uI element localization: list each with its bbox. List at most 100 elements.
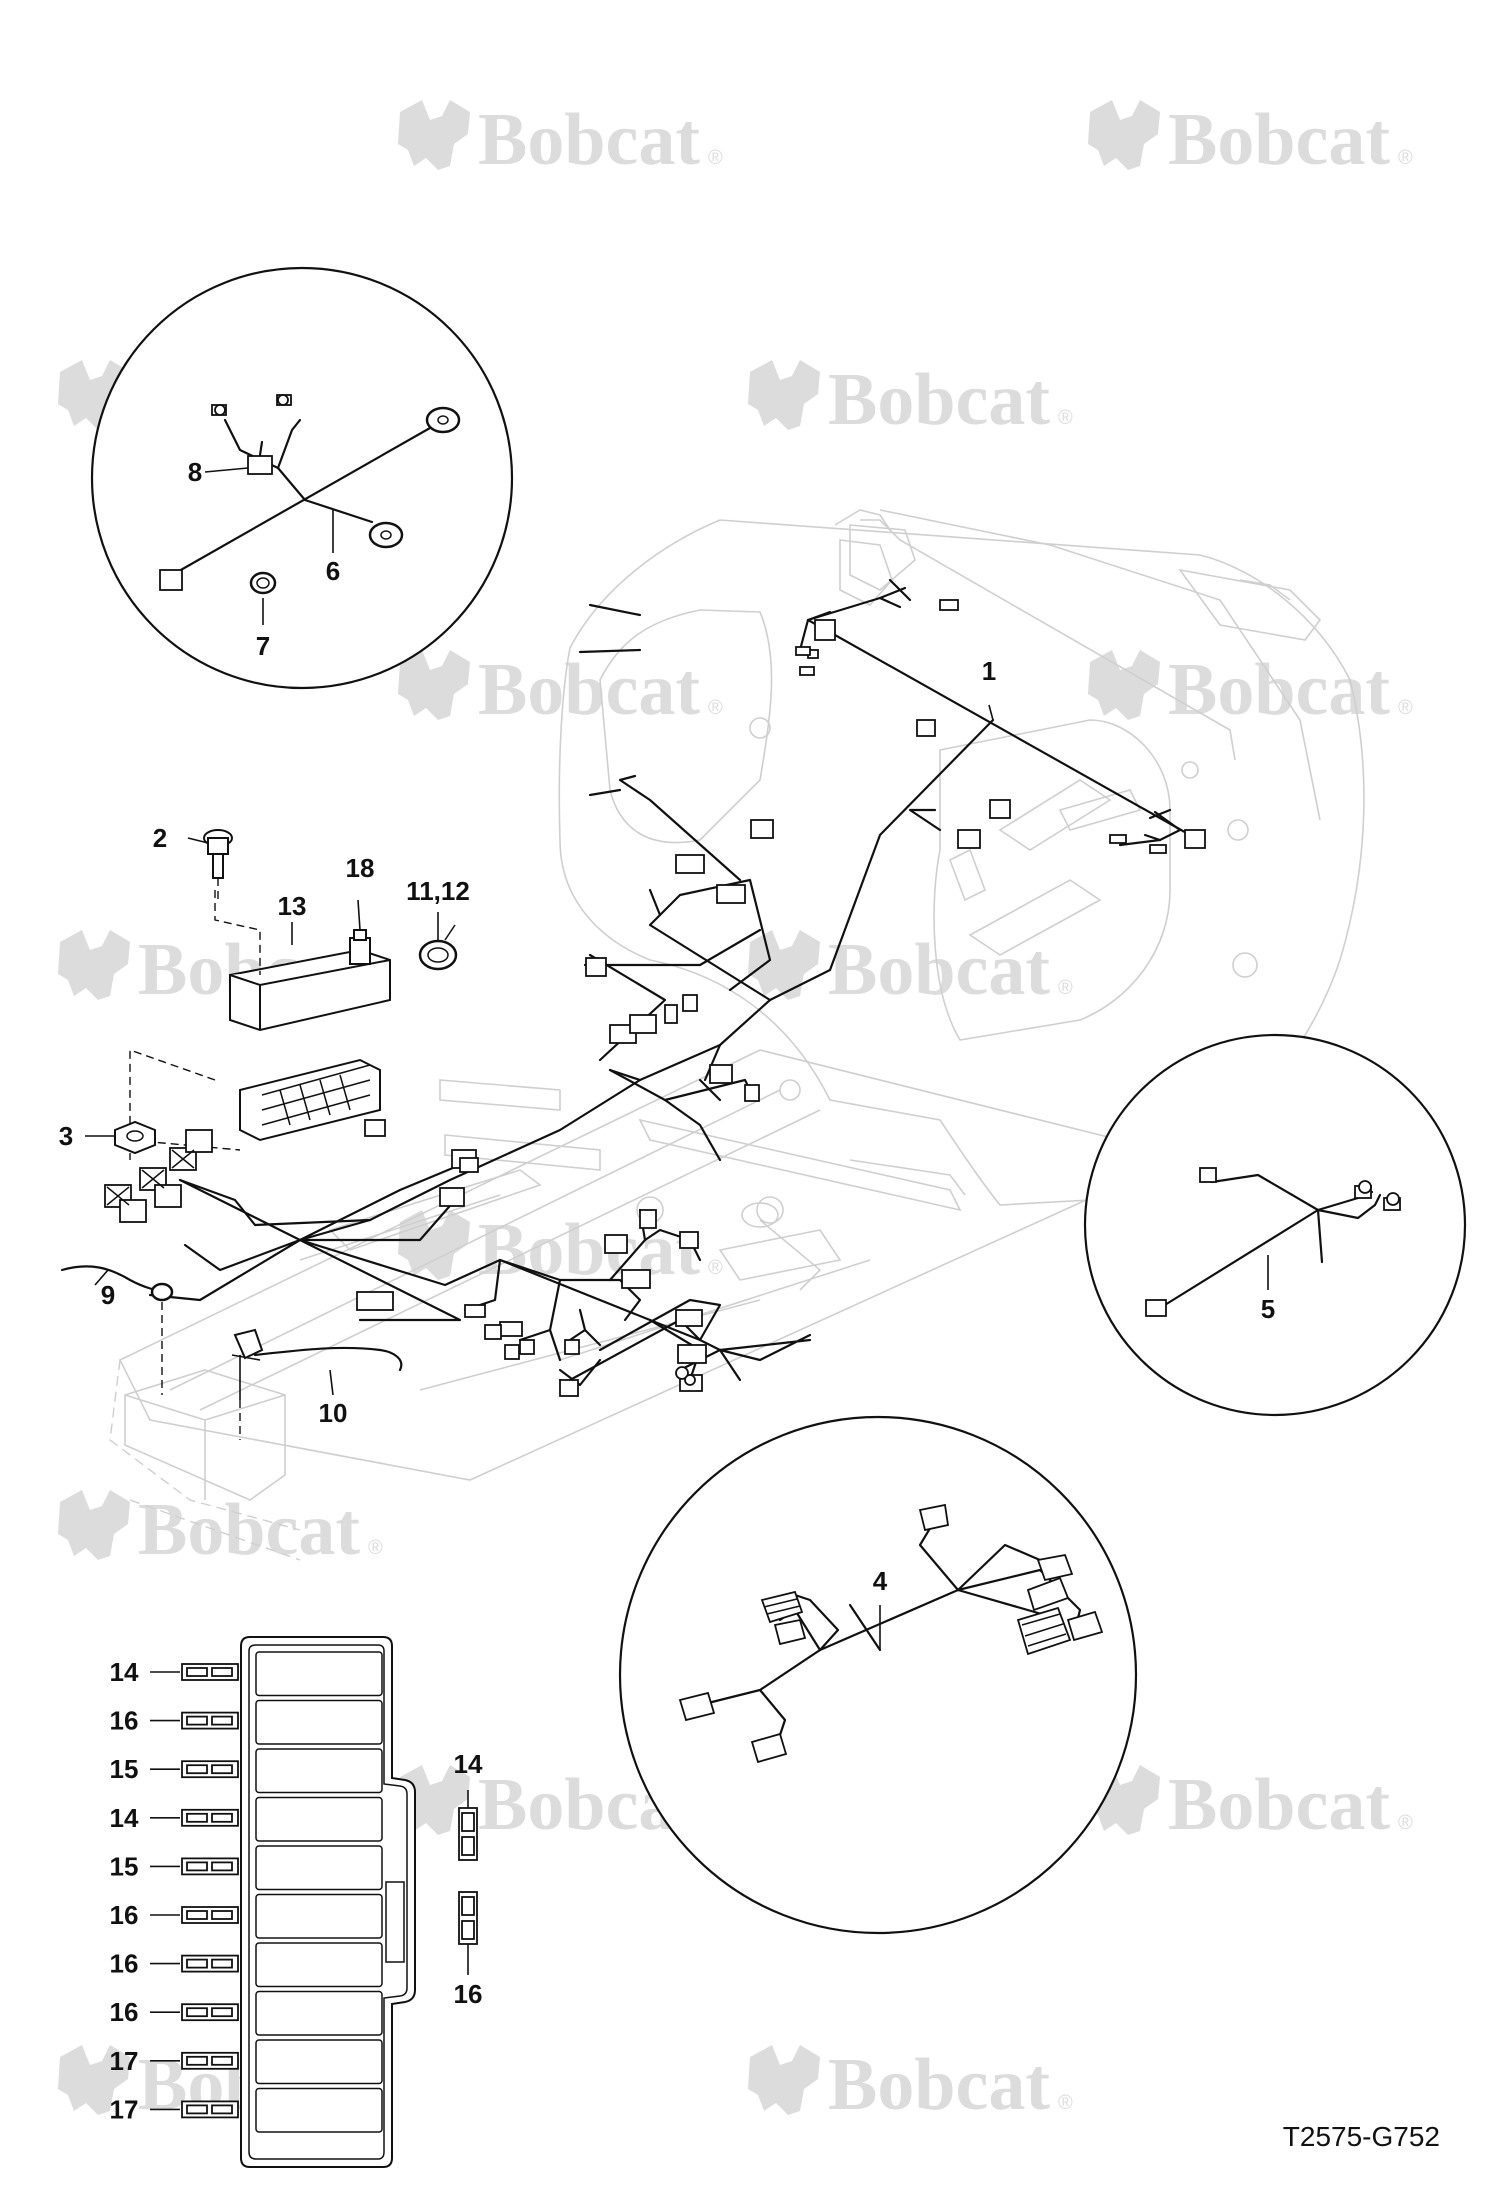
- watermark-registered-mark: ®: [1058, 977, 1073, 999]
- callout-leaders: [85, 510, 1269, 1650]
- clip-11-12: [418, 924, 458, 971]
- fuse-blade: [186, 1812, 208, 1823]
- battery-cable-9: [60, 1265, 174, 1395]
- bobcat-head-icon: [748, 2045, 820, 2115]
- fuse-panel: [240, 1636, 416, 2168]
- watermark-registered-mark: ®: [1058, 407, 1073, 429]
- fuse-row: 17: [110, 2094, 239, 2124]
- fuse-label: 16: [110, 1997, 139, 2027]
- fuse-row: 14: [110, 1657, 239, 1687]
- bobcat-head-icon: [398, 650, 470, 720]
- fuse-row: 15: [110, 1851, 239, 1881]
- fuse-right-16: [458, 1891, 478, 1975]
- fuse-blade: [211, 1861, 233, 1872]
- fuse-slot: [255, 1796, 383, 1842]
- fuse-blade: [211, 1667, 233, 1677]
- fuse-blade: [186, 1667, 208, 1677]
- figure-id: T2575-G752: [1283, 2121, 1440, 2152]
- fuse-rows: 14 16 15 14 15 16 16 16 17 17: [110, 1657, 239, 2124]
- fuse-blade: [186, 2055, 208, 2066]
- watermark-logo: Bobcat ®: [398, 1209, 723, 1291]
- callout-6: 6: [326, 556, 340, 586]
- fuse-slot: [255, 1893, 383, 1939]
- fuse-slot: [255, 1845, 383, 1891]
- callout-7: 7: [256, 631, 270, 661]
- fuse-slot: [255, 1942, 383, 1988]
- bobcat-head-icon: [748, 360, 820, 430]
- fuse-label-right-top: 14: [454, 1749, 483, 1779]
- fuse-blade: [211, 2007, 233, 2018]
- watermark-registered-mark: ®: [368, 1537, 383, 1559]
- watermark-brand: Bobcat: [828, 359, 1050, 441]
- fuse-row: 17: [110, 2046, 239, 2076]
- watermark-logo: Bobcat ®: [398, 99, 723, 181]
- fuse-slot: [255, 1651, 383, 1697]
- callout-1: 1: [982, 656, 996, 686]
- fuse-box-13-assembly: [129, 890, 391, 1160]
- nut-3: [114, 1120, 156, 1155]
- detail-circle-5: [1083, 1033, 1467, 1417]
- watermark-brand: Bobcat: [478, 99, 700, 181]
- watermark-brand: Bobcat: [1168, 99, 1390, 181]
- watermark-registered-mark: ®: [1398, 147, 1413, 169]
- watermark-registered-mark: ®: [708, 697, 723, 719]
- fuse-label: 15: [110, 1754, 139, 1784]
- callout-2: 2: [153, 823, 167, 853]
- watermark-logo: Bobcat®: [748, 2044, 1073, 2126]
- callout-8: 8: [188, 457, 202, 487]
- watermark-logo: Bobcat ®: [1088, 1764, 1413, 1846]
- detail-circle-4: [618, 1415, 1138, 1935]
- watermark-brand: Bobcat: [1168, 1764, 1390, 1846]
- fuse-right-14: [458, 1790, 478, 1861]
- watermark-logo: Bobcat®: [1088, 649, 1413, 731]
- fuse-slot: [255, 1990, 383, 2036]
- fuse-label: 14: [110, 1657, 139, 1687]
- bobcat-head-icon: [58, 1490, 130, 1560]
- fuse-row: 16: [110, 1997, 239, 2027]
- fuse-label: 17: [110, 2046, 139, 2076]
- fuse-label: 16: [110, 1900, 139, 1930]
- fuse-label: 15: [110, 1851, 139, 1881]
- cable-10: [231, 1328, 403, 1440]
- fuse-blade: [211, 1715, 233, 1726]
- fuse-row: 16: [110, 1949, 239, 1979]
- callout-5: 5: [1261, 1294, 1275, 1324]
- fuse-blade: [211, 1812, 233, 1823]
- bobcat-head-icon: [58, 930, 130, 1000]
- relay-cluster-left: [104, 1129, 213, 1223]
- watermark-registered-mark: ®: [708, 147, 723, 169]
- fuse-label: 14: [110, 1803, 139, 1833]
- watermark-brand: Bobcat: [828, 929, 1050, 1011]
- fuse-slot: [255, 1699, 383, 1745]
- fuse-blade: [211, 1958, 233, 1969]
- bobcat-head-icon: [748, 930, 820, 1000]
- fuse-blade: [211, 2104, 233, 2115]
- watermark-brand: Bobcat: [138, 1489, 360, 1571]
- callout-11-12: 11,12: [406, 876, 470, 906]
- callout-10: 10: [319, 1398, 348, 1428]
- bolt-2: [203, 829, 233, 900]
- bobcat-head-icon: [1088, 100, 1160, 170]
- watermark-registered-mark: ®: [1398, 697, 1413, 719]
- fuse-blade: [186, 2007, 208, 2018]
- fuse-row: 16: [110, 1900, 239, 1930]
- fuse-blade: [211, 2055, 233, 2066]
- fuse-blade: [186, 1910, 208, 1920]
- fuse-label: 17: [110, 2094, 139, 2124]
- watermark-registered-mark: ®: [1398, 1812, 1413, 1834]
- watermark-logo: Bobcat ®: [58, 1489, 383, 1571]
- fuse-blade: [211, 1764, 233, 1775]
- detail-circle-6-7-8: [90, 266, 514, 690]
- main-harness-1: [148, 578, 1206, 1397]
- watermark-registered-mark: ®: [708, 1257, 723, 1279]
- fuse-slot: [255, 2039, 383, 2085]
- watermark-brand: Bobcat: [478, 1209, 700, 1291]
- fuse-slot: [255, 1748, 383, 1794]
- fuse-slot: [255, 2087, 383, 2133]
- fuse-blade: [186, 2104, 208, 2115]
- fuse-blade: [186, 1861, 208, 1872]
- bobcat-head-icon: [398, 100, 470, 170]
- fuse-row: 16: [110, 1706, 239, 1736]
- callout-18: 18: [346, 853, 375, 883]
- fuse-row: 14: [110, 1803, 239, 1833]
